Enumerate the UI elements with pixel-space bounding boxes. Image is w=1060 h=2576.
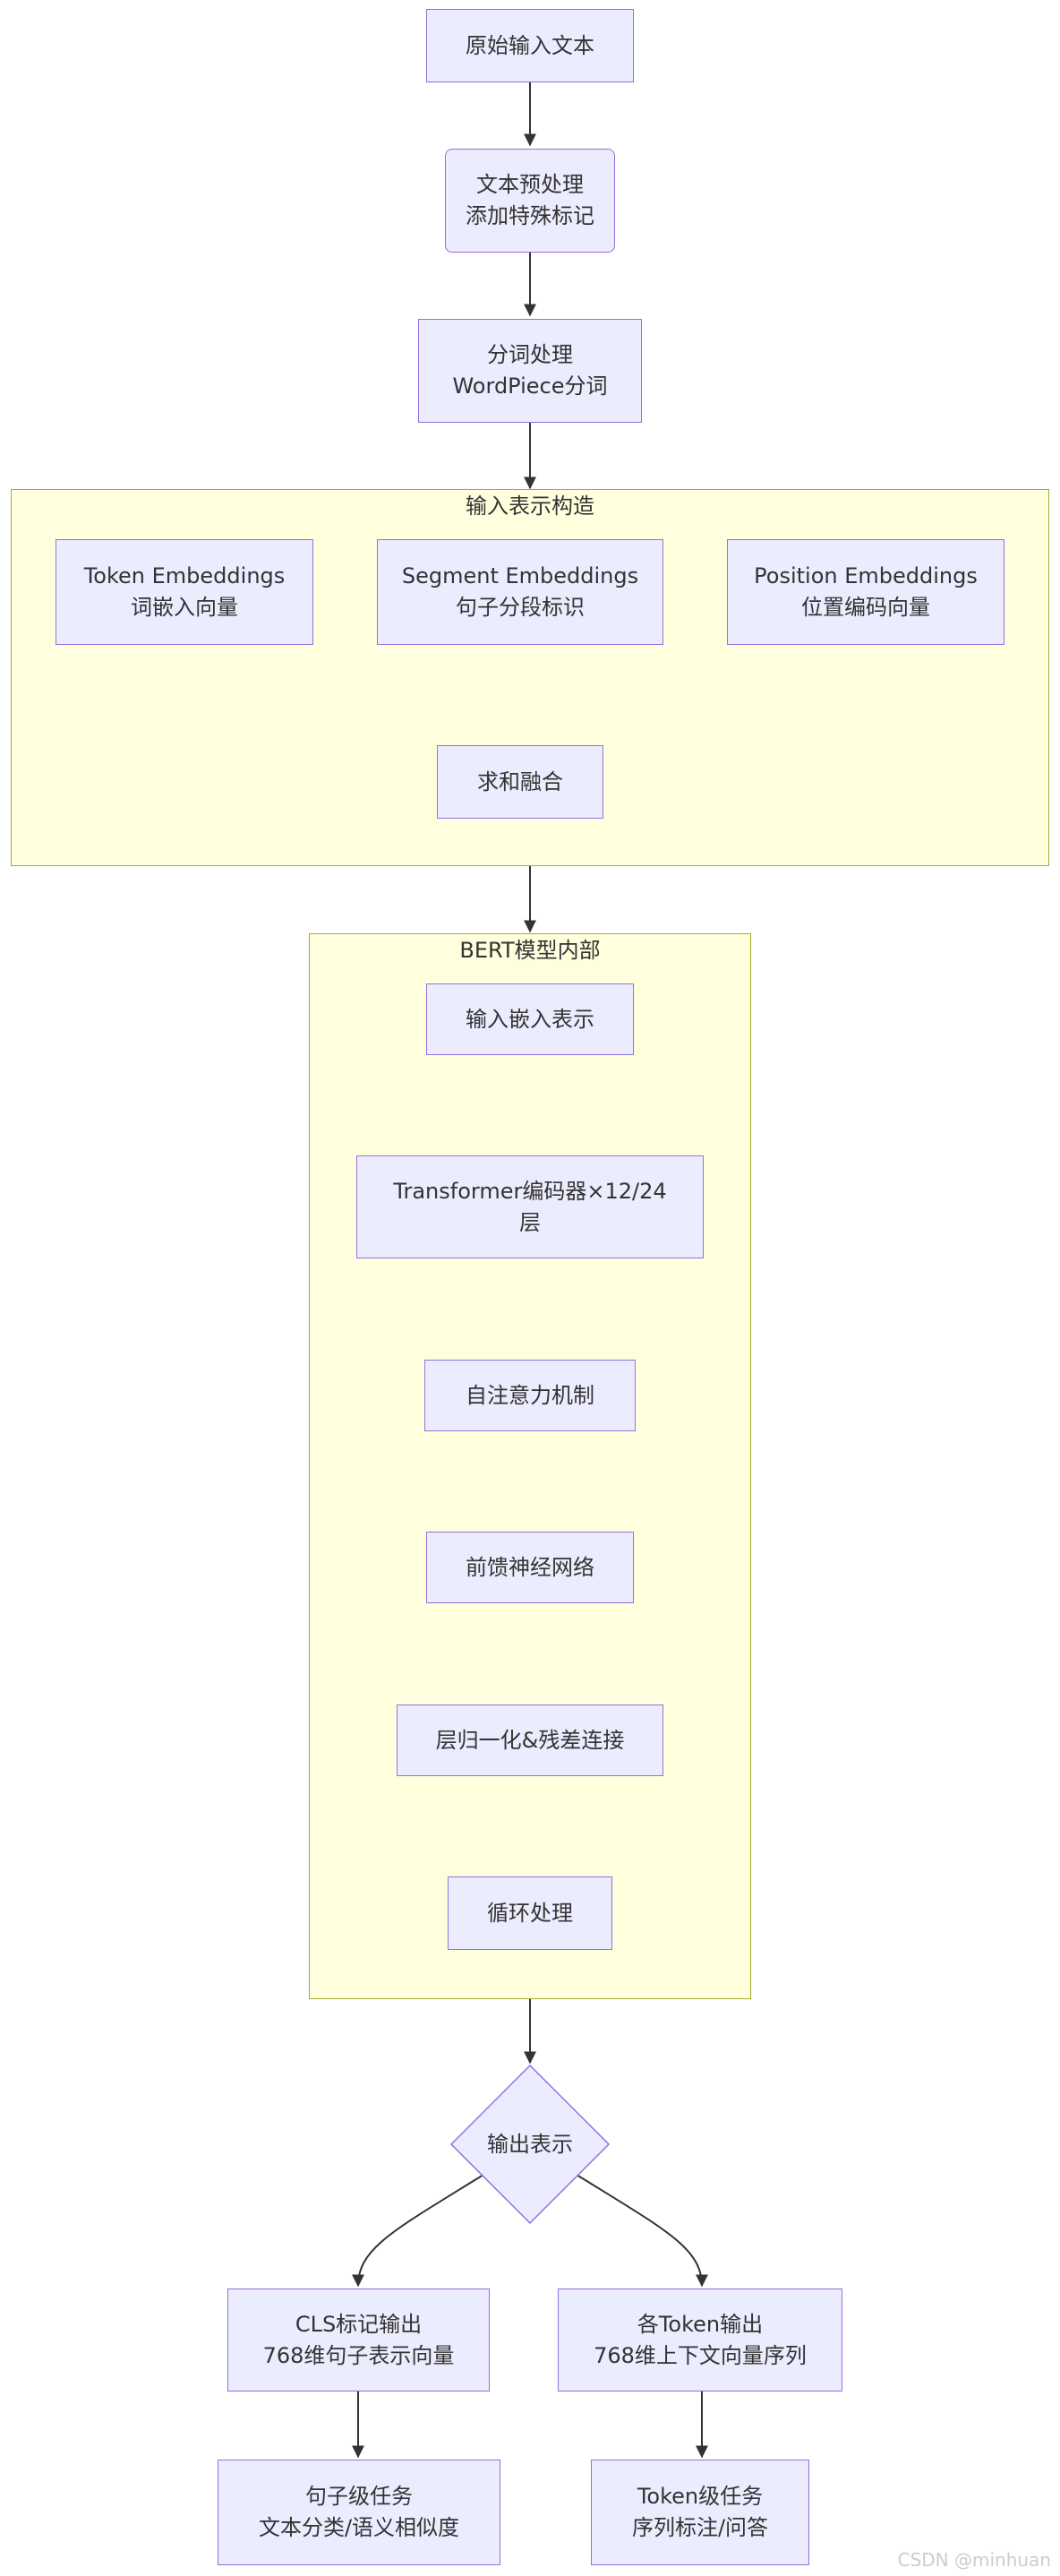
watermark: CSDN @minhuan [897,2549,1051,2571]
node-token-embeddings[interactable]: Token Embeddings 词嵌入向量 [56,539,313,645]
node-sentence-task-line2: 文本分类/语义相似度 [258,2515,460,2540]
node-cls-output[interactable]: CLS标记输出 768维句子表示向量 [227,2288,490,2391]
node-segment-embeddings-line1: Segment Embeddings [401,563,639,588]
node-feed-forward-label: 前馈神经网络 [466,1554,594,1580]
node-transformer-encoder-line1: Transformer编码器×12/24 [393,1178,667,1204]
node-sum-fusion[interactable]: 求和融合 [437,745,603,819]
node-position-embeddings-line1: Position Embeddings [754,563,978,588]
node-token-output-line1: 各Token输出 [637,2311,764,2337]
node-sum-fusion-label: 求和融合 [477,769,563,794]
node-transformer-encoder[interactable]: Transformer编码器×12/24 层 [356,1155,704,1258]
node-token-embeddings-line2: 词嵌入向量 [131,595,238,620]
node-position-embeddings[interactable]: Position Embeddings 位置编码向量 [727,539,1004,645]
node-text-preprocess-line1: 文本预处理 [476,172,584,197]
node-output-decision-label: 输出表示 [487,2132,573,2157]
group-bert-internal-title: BERT模型内部 [459,938,601,963]
node-layernorm-residual[interactable]: 层归一化&残差连接 [397,1704,663,1776]
node-output-decision[interactable] [449,2064,611,2225]
node-token-task-line1: Token级任务 [637,2484,764,2509]
group-input-representation-title: 输入表示构造 [466,494,594,519]
node-loop-processing-label: 循环处理 [487,1900,573,1926]
node-segment-embeddings[interactable]: Segment Embeddings 句子分段标识 [377,539,663,645]
node-token-task[interactable]: Token级任务 序列标注/问答 [591,2460,809,2565]
node-token-output-line2: 768维上下文向量序列 [594,2342,807,2368]
node-self-attention-label: 自注意力机制 [466,1382,594,1408]
node-position-embeddings-line2: 位置编码向量 [801,595,930,620]
node-text-preprocess-line2: 添加特殊标记 [466,203,594,228]
group-bert-internal: BERT模型内部 [309,933,751,1999]
node-layernorm-residual-label: 层归一化&残差连接 [435,1727,625,1753]
node-tokenize[interactable]: 分词处理 WordPiece分词 [418,319,642,423]
node-tokenize-line2: WordPiece分词 [452,374,608,399]
node-sentence-task-line1: 句子级任务 [305,2484,413,2509]
node-feed-forward[interactable]: 前馈神经网络 [426,1532,634,1603]
node-tokenize-line1: 分词处理 [487,342,573,367]
node-segment-embeddings-line2: 句子分段标识 [456,595,585,620]
node-input-embedding[interactable]: 输入嵌入表示 [426,983,634,1055]
node-raw-input[interactable]: 原始输入文本 [426,9,634,82]
node-token-embeddings-line1: Token Embeddings [83,563,286,588]
node-cls-output-line2: 768维句子表示向量 [262,2342,455,2368]
node-transformer-encoder-line2: 层 [519,1209,541,1235]
node-text-preprocess[interactable]: 文本预处理 添加特殊标记 [445,149,615,253]
node-token-task-line2: 序列标注/问答 [631,2515,769,2540]
node-cls-output-line1: CLS标记输出 [295,2311,423,2337]
node-input-embedding-label: 输入嵌入表示 [466,1006,594,1032]
node-loop-processing[interactable]: 循环处理 [448,1876,612,1950]
node-sentence-task[interactable]: 句子级任务 文本分类/语义相似度 [218,2460,500,2565]
node-self-attention[interactable]: 自注意力机制 [424,1360,636,1431]
node-token-output[interactable]: 各Token输出 768维上下文向量序列 [558,2288,842,2391]
node-raw-input-label: 原始输入文本 [466,32,594,58]
